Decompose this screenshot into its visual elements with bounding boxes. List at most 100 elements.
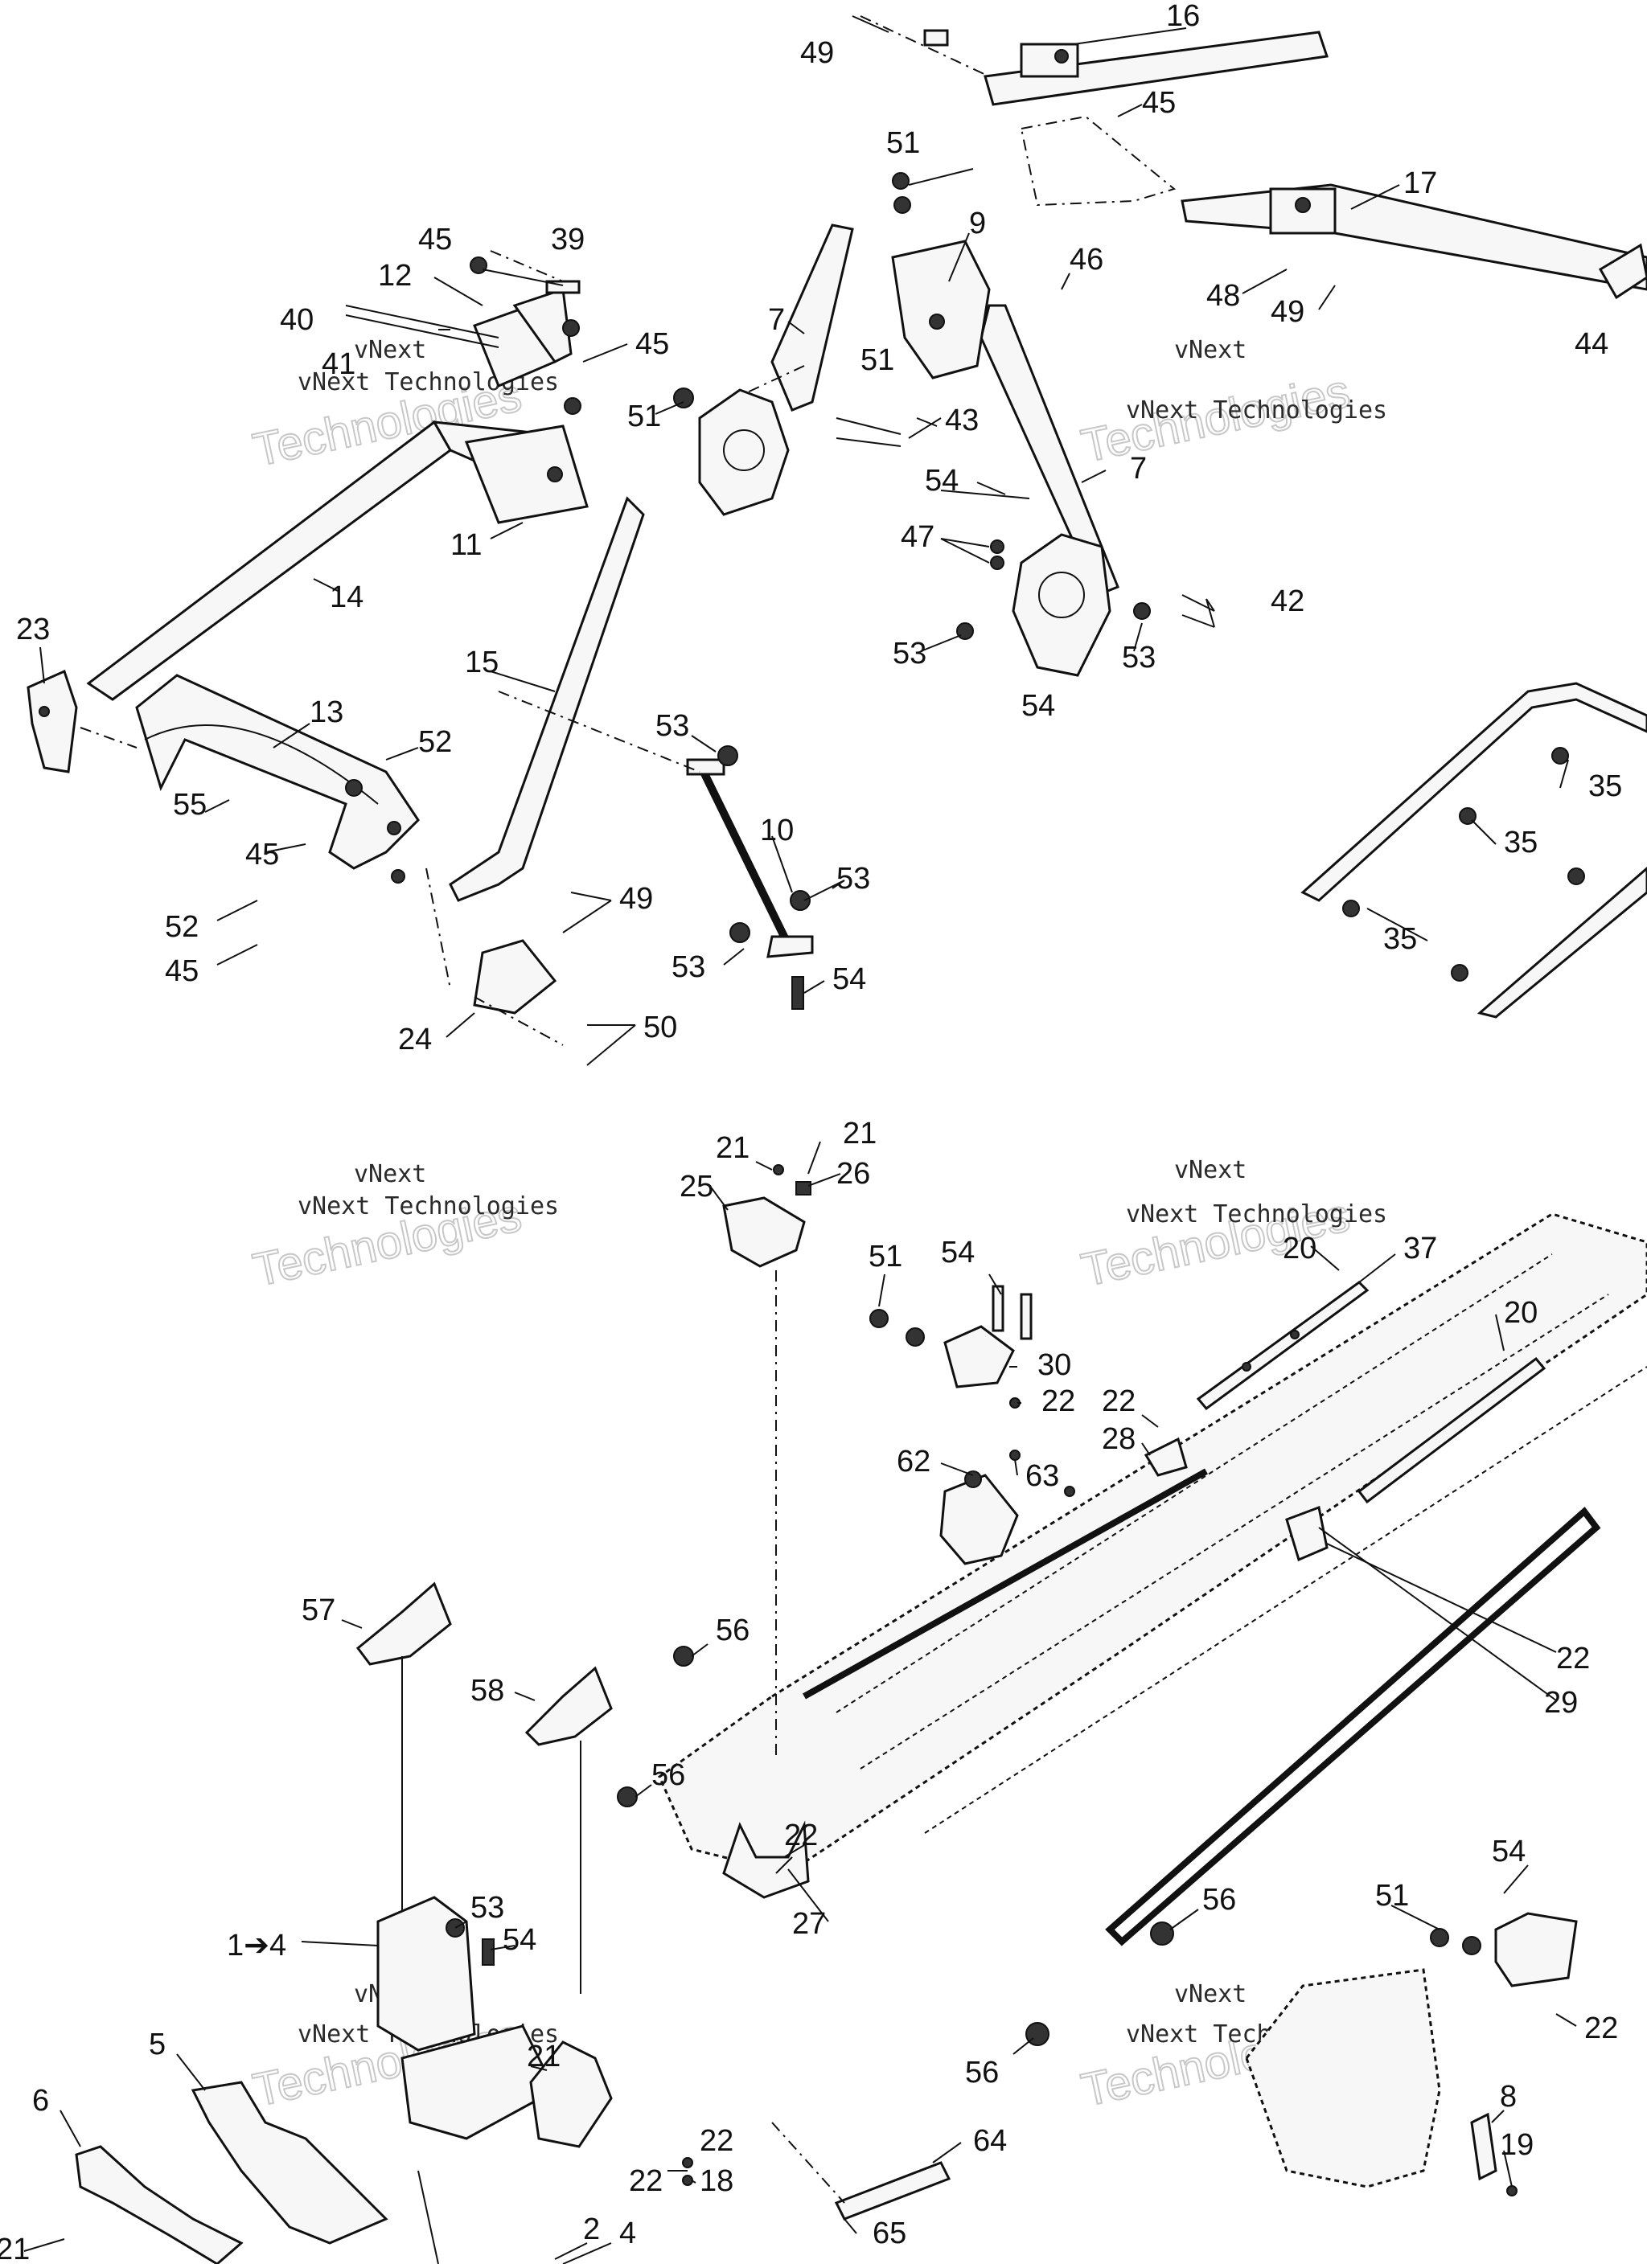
rear-bumper-bracket [1430, 1912, 1578, 1987]
callout-45: 45 [165, 954, 199, 988]
part-5-plate [191, 2081, 388, 2245]
callout-17: 17 [1403, 166, 1437, 200]
watermark-vnext: vNext [1174, 1156, 1247, 1184]
callout-54: 54 [1492, 1835, 1526, 1868]
callout-49: 49 [800, 36, 834, 70]
callout-1-to-4: 1➔4 [227, 1929, 286, 1962]
callout-18: 18 [700, 2164, 733, 2198]
callout-14: 14 [330, 580, 363, 614]
callout-7: 7 [768, 303, 785, 337]
callout-37: 37 [1403, 1232, 1437, 1265]
callout-20: 20 [1504, 1296, 1538, 1330]
callout-46: 46 [1070, 243, 1103, 277]
callout-58: 58 [470, 1674, 504, 1708]
callout-22: 22 [1102, 1384, 1136, 1418]
part-29 [1285, 1505, 1329, 1562]
callout-7: 7 [1130, 452, 1147, 486]
callout-53: 53 [836, 862, 870, 896]
callout-54: 54 [1021, 689, 1055, 723]
watermark-vnext: vNext [1174, 336, 1247, 364]
callout-12: 12 [378, 259, 412, 293]
callout-57: 57 [302, 1593, 335, 1627]
callout-42: 42 [1271, 584, 1304, 618]
watermark-vnext: vNext [354, 336, 426, 364]
part-16-rail [860, 15, 1329, 106]
track-rail-right [803, 1468, 1601, 1946]
callout-51: 51 [627, 400, 661, 433]
callout-10: 10 [760, 814, 794, 847]
front-mount-left [376, 1896, 557, 2265]
callout-20: 20 [1283, 1232, 1316, 1265]
part-11-bracket [464, 424, 589, 524]
watermark-vnext-technologies: vNext Technologies [1126, 1200, 1387, 1228]
callout-35: 35 [1383, 922, 1417, 956]
part-28 [1144, 1437, 1188, 1477]
grommets-56 [617, 1646, 1174, 2046]
part-24-bracket [425, 867, 564, 1046]
part-9-bracket [891, 172, 991, 379]
callout-5: 5 [149, 2028, 166, 2061]
watermark-mid-right: Technologies vNext vNext Technologies [1076, 1156, 1387, 1298]
callout-28: 28 [1102, 1422, 1136, 1456]
callout-52: 52 [165, 910, 199, 944]
part-13-bridge [135, 674, 420, 884]
part-20-rail [1357, 1356, 1546, 1504]
callout-44: 44 [1575, 327, 1608, 361]
callout-45: 45 [418, 223, 452, 256]
callout-50: 50 [643, 1011, 677, 1044]
callout-39: 39 [551, 223, 585, 256]
callout-16: 16 [1166, 0, 1200, 33]
callout-21: 21 [527, 2040, 561, 2073]
callout-52: 52 [418, 725, 452, 759]
callout-19: 19 [1500, 2128, 1534, 2162]
part-62-plate [939, 1450, 1075, 1565]
callout-22: 22 [1041, 1384, 1075, 1418]
part-12-bracket [345, 250, 581, 415]
callout-8: 8 [1500, 2080, 1517, 2114]
callout-30: 30 [1037, 1348, 1071, 1382]
callout-22: 22 [784, 1819, 818, 1852]
callout-64: 64 [973, 2124, 1007, 2158]
callout-45: 45 [635, 327, 669, 361]
callout-56: 56 [716, 1614, 750, 1647]
callout-53: 53 [893, 637, 926, 671]
callout-21: 21 [843, 1117, 877, 1150]
callout-40: 40 [280, 303, 314, 337]
callout-48: 48 [1206, 279, 1240, 313]
callout-51: 51 [1375, 1879, 1409, 1913]
watermark-vnext: vNext [1174, 1980, 1247, 2008]
callout-41: 41 [322, 347, 355, 381]
part-30-bracket [869, 1285, 1033, 1409]
callout-15: 15 [465, 646, 499, 679]
callout-21: 21 [0, 2233, 30, 2264]
watermark-mid-left: Technologies vNext vNext Technologies [248, 1160, 559, 1298]
callout-63: 63 [1025, 1459, 1059, 1493]
callout-43: 43 [945, 404, 979, 437]
callout-6: 6 [32, 2084, 49, 2118]
part-64-ski [771, 2122, 951, 2221]
callout-11: 11 [450, 528, 482, 562]
callout-56: 56 [965, 2056, 999, 2090]
callout-22: 22 [1584, 2012, 1618, 2045]
callout-35: 35 [1588, 769, 1622, 803]
callout-2: 2 [583, 2213, 600, 2246]
callout-51: 51 [860, 343, 894, 377]
callout-53: 53 [672, 950, 705, 984]
callout-54: 54 [503, 1923, 536, 1957]
tunnel-body [658, 1212, 1647, 1875]
callout-51: 51 [886, 126, 920, 160]
watermark-vnext-technologies: vNext Technologies [298, 1192, 559, 1220]
part-25-bracket [722, 1164, 811, 1761]
callout-25: 25 [680, 1170, 713, 1204]
callout-56: 56 [1202, 1883, 1236, 1917]
callout-9: 9 [969, 207, 986, 240]
callout-47: 47 [901, 520, 934, 554]
callout-49: 49 [1271, 295, 1304, 329]
callout-54: 54 [941, 1236, 975, 1269]
part-17-rail [1020, 115, 1647, 300]
callout-22: 22 [1556, 1642, 1590, 1675]
callout-65: 65 [873, 2217, 906, 2250]
callout-4: 4 [619, 2217, 636, 2250]
callout-51: 51 [869, 1240, 902, 1273]
